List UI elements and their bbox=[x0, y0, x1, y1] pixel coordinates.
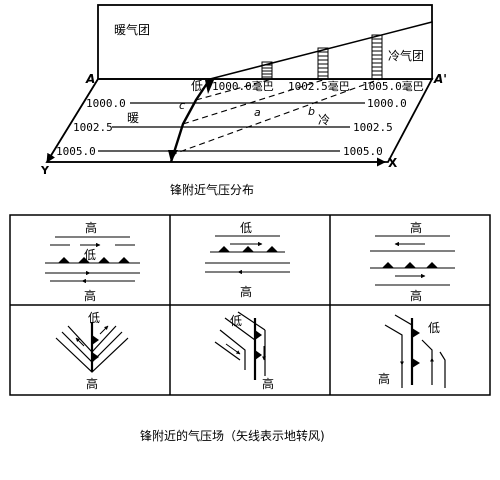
dashed-isobar-projections bbox=[170, 78, 381, 156]
surface-front-line bbox=[169, 78, 211, 163]
isobars bbox=[98, 102, 365, 152]
pressure-top-1002: 1002.5毫巴 bbox=[288, 79, 350, 93]
pressure-left-1005: 1005.0 bbox=[56, 145, 96, 158]
point-a-small-label: a bbox=[254, 106, 261, 119]
cell-bottom-left: 低 高 bbox=[55, 311, 129, 391]
pressure-left-1000: 1000.0 bbox=[86, 97, 126, 110]
cell3-high-bottom: 高 bbox=[410, 288, 422, 303]
pressure-field-grid: 高 低 高 低 bbox=[9, 214, 491, 396]
cell3-high-top: 高 bbox=[410, 220, 422, 235]
front-marker bbox=[205, 80, 214, 94]
cell6-high: 高 bbox=[378, 371, 390, 386]
cell-top-middle: 低 高 bbox=[205, 221, 290, 299]
cell4-low: 低 bbox=[88, 311, 100, 325]
cell6-low: 低 bbox=[428, 321, 440, 335]
warm-air-mass-label: 暖气团 bbox=[114, 22, 150, 37]
pressure-top-1000: 1000.0毫巴 bbox=[212, 79, 274, 93]
cold-air-mass-label: 冷气团 bbox=[388, 48, 424, 63]
cell4-high: 高 bbox=[86, 376, 98, 391]
cell-top-right: 高 高 bbox=[370, 220, 455, 303]
pressure-3d-diagram: 暖气团 冷气团 A A' 低 1000.0毫巴 1002.5毫巴 1005.0毫… bbox=[40, 4, 447, 197]
x-axis-label: X bbox=[388, 156, 398, 170]
cell1-high-top: 高 bbox=[85, 220, 97, 235]
front-marker bbox=[168, 150, 178, 162]
cell-top-left: 高 低 高 bbox=[45, 220, 140, 303]
cold-label: 冷 bbox=[318, 113, 330, 127]
point-a-prime-label: A' bbox=[433, 72, 447, 86]
low-label: 低 bbox=[191, 79, 203, 93]
bottom-caption: 锋附近的气压场（矢线表示地转风) bbox=[140, 428, 325, 443]
cell-bottom-right: 低 高 bbox=[378, 314, 446, 388]
cell1-low: 低 bbox=[84, 248, 96, 262]
warm-label: 暖 bbox=[127, 111, 139, 125]
pressure-right-1000: 1000.0 bbox=[367, 97, 407, 110]
point-c-label: c bbox=[179, 99, 185, 112]
pressure-left-1002: 1002.5 bbox=[73, 121, 113, 134]
pressure-top-1005: 1005.0毫巴 bbox=[362, 79, 424, 93]
cell2-low: 低 bbox=[240, 221, 252, 235]
cell5-high: 高 bbox=[262, 376, 274, 391]
point-b-label: b bbox=[308, 105, 315, 118]
pressure-right-1002: 1002.5 bbox=[353, 121, 393, 134]
cell2-high: 高 bbox=[240, 284, 252, 299]
y-axis-label: Y bbox=[40, 164, 50, 177]
pressure-right-1005: 1005.0 bbox=[343, 145, 383, 158]
point-a-label: A bbox=[85, 72, 95, 86]
top-caption: 锋附近气压分布 bbox=[170, 182, 254, 197]
cell-bottom-middle: 低 高 bbox=[214, 311, 274, 391]
y-axis bbox=[46, 78, 99, 163]
cell1-high-bottom: 高 bbox=[84, 288, 96, 303]
